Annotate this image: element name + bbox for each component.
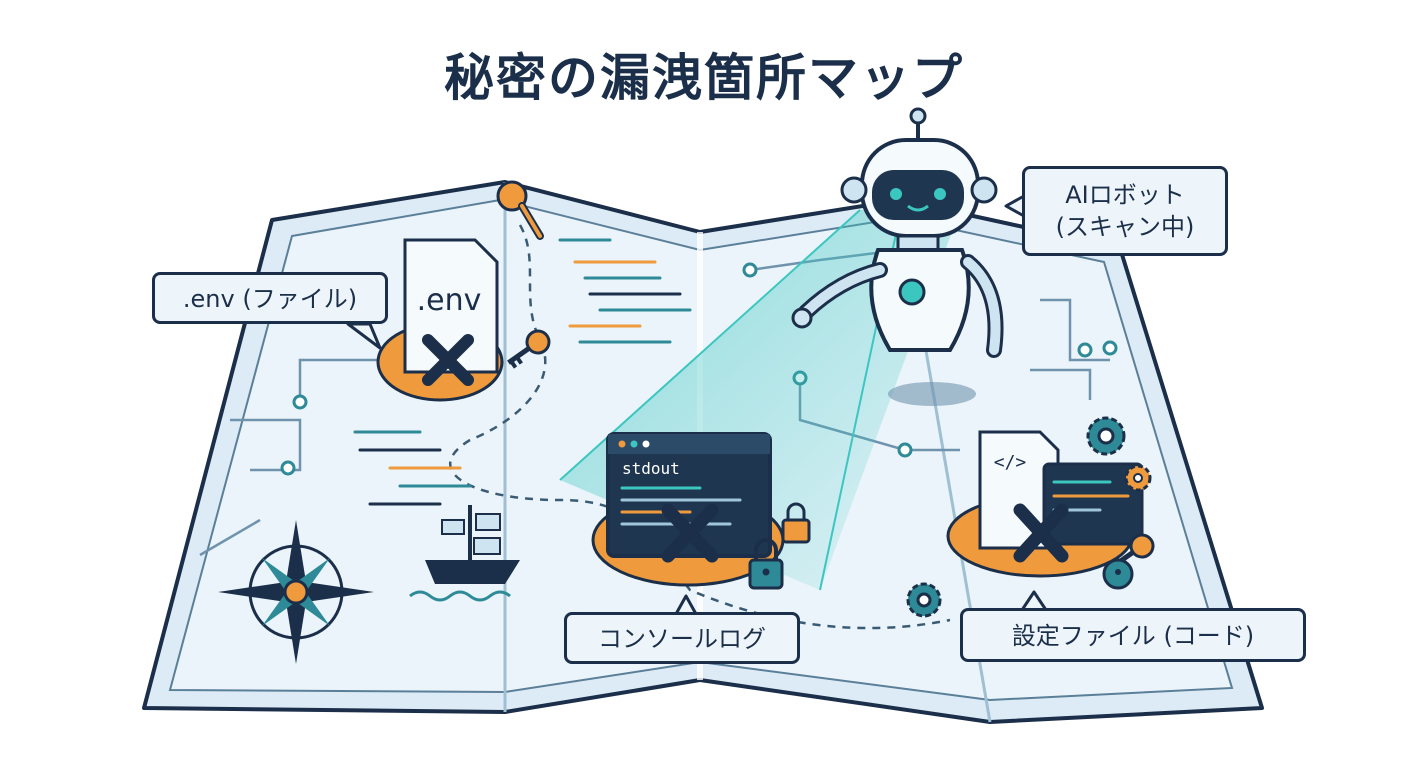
x-mark-icon bbox=[661, 503, 719, 563]
gear-icon bbox=[1124, 464, 1152, 492]
ai-robot-icon bbox=[791, 107, 1004, 406]
lock-icon bbox=[748, 538, 784, 590]
code-lines bbox=[353, 238, 692, 506]
env-doc-label: .env bbox=[417, 283, 482, 318]
console-log-callout: コンソールログ bbox=[564, 612, 800, 664]
ai-robot-callout: AIロボット (スキャン中) bbox=[1022, 166, 1228, 256]
config-file-spot: </> bbox=[906, 416, 1155, 618]
compass-rose-icon bbox=[218, 520, 374, 664]
code-tag-label: </> bbox=[994, 452, 1027, 473]
key-icon bbox=[507, 329, 551, 369]
ship-icon bbox=[409, 505, 520, 602]
ai-robot-callout-line1: AIロボット bbox=[1065, 181, 1185, 209]
terminal-label: stdout bbox=[622, 459, 680, 478]
page-title: 秘密の漏洩箇所マップ bbox=[444, 49, 964, 107]
env-file-callout: .env (ファイル) bbox=[152, 272, 388, 324]
config-file-callout: 設定ファイル (コード) bbox=[960, 608, 1306, 662]
callout-pointers bbox=[346, 194, 1048, 616]
ai-robot-callout-line2: (スキャン中) bbox=[1055, 213, 1195, 241]
console-log-spot: stdout bbox=[591, 432, 811, 590]
x-mark-icon bbox=[1013, 503, 1069, 563]
magnifier-icon bbox=[496, 180, 544, 240]
env-file-spot: .env bbox=[376, 180, 551, 402]
lock-badge-icon bbox=[1102, 558, 1134, 590]
x-mark-icon bbox=[422, 334, 474, 386]
gear-icon bbox=[906, 582, 942, 618]
code-window bbox=[1042, 462, 1144, 546]
lock-icon bbox=[781, 502, 811, 544]
gear-icon bbox=[1086, 416, 1126, 456]
